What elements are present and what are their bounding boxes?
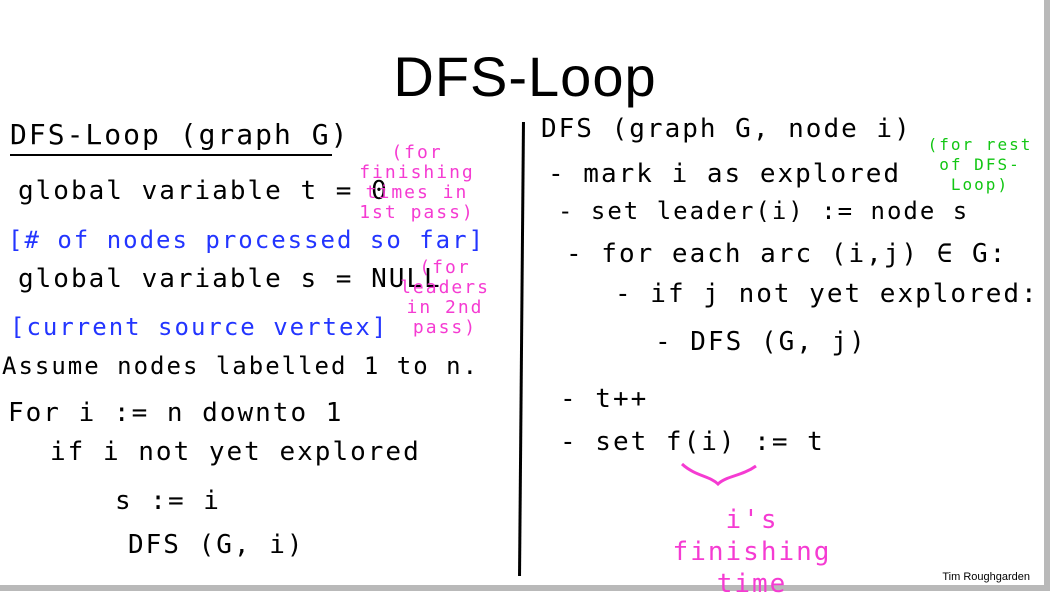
left-note-nodes-processed: [# of nodes processed so far] xyxy=(8,226,486,254)
finishing-time-brace-stroke xyxy=(680,462,757,487)
pink-aside-finishing-times: (for finishing times in 1st pass) xyxy=(359,142,475,223)
frame-right-border xyxy=(1044,0,1050,591)
author-credit: Tim Roughgarden xyxy=(942,571,1030,583)
left-header: DFS-Loop (graph G) xyxy=(10,118,350,151)
pink-aside-leaders: (for leaders in 2nd pass) xyxy=(400,257,490,338)
left-line-dfs-call: DFS (G, i) xyxy=(128,530,305,560)
left-line-if-not-explored: if i not yet explored xyxy=(50,437,421,467)
right-line-set-finishing-time: - set f(i) := t xyxy=(560,427,825,457)
right-line-recursive-dfs: - DFS (G, j) xyxy=(655,327,867,357)
green-aside-rest-of-loop: (for rest of DFS-Loop) xyxy=(927,135,1033,194)
left-header-underline xyxy=(10,154,332,156)
left-line-global-s: global variable s = NULL xyxy=(18,264,442,294)
right-line-for-each-arc: - for each arc (i,j) ∈ G: xyxy=(566,239,1008,269)
right-line-if-j-not-explored: - if j not yet explored: xyxy=(615,279,1039,309)
slide-title: DFS-Loop xyxy=(393,45,657,108)
right-line-increment-t: - t++ xyxy=(560,384,649,414)
left-line-set-s: s := i xyxy=(115,486,221,516)
left-line-global-t: global variable t = 0 xyxy=(18,176,389,206)
right-line-mark-explored: - mark i as explored xyxy=(548,159,902,189)
right-header: DFS (graph G, node i) xyxy=(541,114,912,144)
finishing-time-brace xyxy=(680,462,757,487)
right-line-set-leader: - set leader(i) := node s xyxy=(558,197,970,225)
left-line-assume-labels: Assume nodes labelled 1 to n. xyxy=(2,352,480,380)
left-line-for-loop: For i := n downto 1 xyxy=(8,398,344,428)
column-divider xyxy=(518,121,525,577)
pink-annotation-finishing-time: i's finishing time xyxy=(672,505,832,599)
left-note-current-source: [current source vertex] xyxy=(10,313,389,341)
frame-bottom-border xyxy=(0,585,1050,591)
